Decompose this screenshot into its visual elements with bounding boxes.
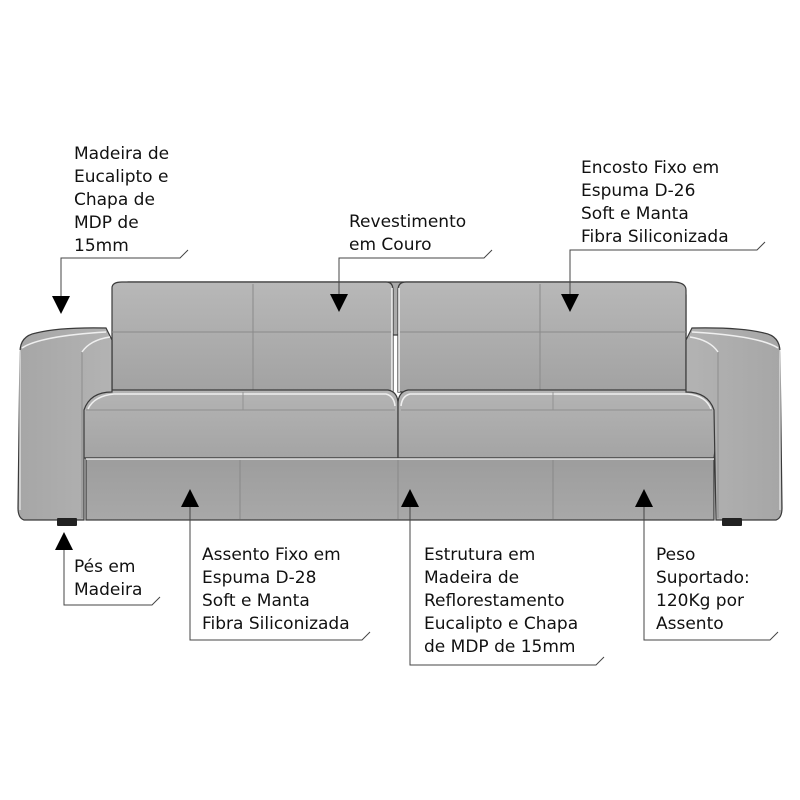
callout-line: Chapa de — [74, 190, 155, 210]
leader-line-feet — [63, 548, 161, 606]
callout-structure: Estrutura em Madeira de Reflorestamento … — [424, 544, 578, 659]
arrow-up-icon — [401, 489, 419, 507]
callout-line: em Couro — [349, 235, 432, 255]
callout-line: Encosto Fixo em — [581, 158, 720, 178]
callout-line: Revestimento — [349, 212, 467, 232]
callout-line: Madeira de — [424, 568, 520, 588]
seat-cushion-right — [397, 389, 717, 459]
callout-line: Espuma D-28 — [202, 568, 317, 588]
leader-line-capacity — [643, 505, 779, 641]
leader-lines — [60, 241, 779, 666]
callout-line: Assento — [656, 614, 724, 634]
callout-line: 15mm — [74, 236, 129, 256]
callout-line: Assento Fixo em — [202, 545, 341, 565]
back-cushion-left — [111, 281, 394, 393]
leader-line-upholstery — [338, 249, 493, 300]
leader-line-seat — [189, 505, 371, 641]
sofa-base — [85, 457, 715, 521]
callout-line: Fibra Siliconizada — [202, 614, 350, 634]
arrow-up-icon — [635, 489, 653, 507]
callout-upholstery: Revestimento em Couro — [349, 211, 466, 257]
callout-line: MDP de — [74, 213, 139, 233]
callout-seat: Assento Fixo em Espuma D-28 Soft e Manta… — [202, 544, 350, 636]
callout-backrest: Encosto Fixo em Espuma D-26 Soft e Manta… — [581, 157, 729, 249]
callout-line: Reflorestamento — [424, 591, 565, 611]
arrow-down-icon — [561, 294, 579, 312]
callout-line: Pés em — [74, 557, 136, 577]
arrow-up-icon — [181, 489, 199, 507]
callout-line: Eucalipto e Chapa — [424, 614, 579, 634]
callout-line: Espuma D-26 — [581, 181, 696, 201]
callout-frame-arm: Madeira de Eucalipto e Chapa de MDP de 1… — [74, 143, 169, 258]
sofa-foot-right — [722, 518, 742, 526]
leader-line-structure — [409, 505, 605, 666]
sofa-arm-left — [17, 327, 113, 521]
callout-line: de MDP de 15mm — [424, 637, 576, 657]
callout-capacity: Peso Suportado: 120Kg por Assento — [656, 544, 750, 636]
callout-line: Peso — [656, 545, 696, 565]
arrow-down-icon — [52, 296, 70, 314]
callout-line: Eucalipto e — [74, 167, 169, 187]
callout-line: 120Kg por — [656, 591, 744, 611]
back-cushion-right — [397, 281, 687, 393]
sofa-arm-right — [685, 327, 783, 521]
callout-line: Suportado: — [656, 568, 750, 588]
arrow-up-icon — [55, 532, 73, 550]
leader-line-frame-arm — [60, 249, 189, 300]
callout-line: Madeira de — [74, 144, 170, 164]
arrow-down-icon — [330, 294, 348, 312]
callout-line: Estrutura em — [424, 545, 536, 565]
pointers — [52, 294, 653, 550]
callout-feet: Pés em Madeira — [74, 556, 142, 602]
callout-line: Fibra Siliconizada — [581, 227, 729, 247]
callout-line: Soft e Manta — [202, 591, 310, 611]
seat-cushion-left — [81, 389, 399, 459]
sofa-foot-left — [57, 518, 77, 526]
leader-line-backrest — [569, 241, 766, 300]
callout-line: Soft e Manta — [581, 204, 689, 224]
callout-line: Madeira — [74, 580, 143, 600]
